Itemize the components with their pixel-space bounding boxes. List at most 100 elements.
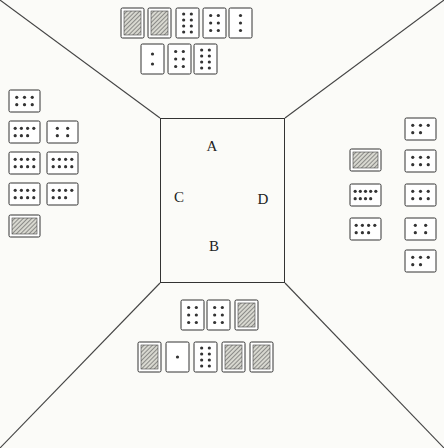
card-pip [14, 165, 17, 168]
card-pip [427, 190, 430, 193]
card-face [203, 8, 226, 38]
card-face [235, 300, 258, 330]
card-pip [56, 127, 59, 130]
card-pip [20, 165, 23, 168]
card-pip [411, 131, 414, 134]
card-pip [217, 14, 220, 17]
card-pip [26, 196, 29, 199]
card-face [350, 218, 381, 240]
card-pip [419, 163, 422, 166]
card-pip [213, 306, 216, 309]
card-face [350, 184, 381, 206]
card-pip [209, 29, 212, 32]
card-pip [369, 197, 372, 200]
card-pip [26, 165, 29, 168]
card-pip [187, 306, 190, 309]
card-pip [20, 134, 23, 137]
playing-card [176, 8, 199, 38]
card-pip [208, 358, 211, 361]
card-pip [427, 156, 430, 159]
card-pip [14, 134, 17, 137]
card-pip [424, 231, 427, 234]
card-pip [355, 231, 358, 234]
card-pip [151, 52, 154, 55]
playing-card [194, 342, 217, 372]
card-pip [419, 124, 422, 127]
card-pip [373, 224, 376, 227]
playing-card [9, 152, 40, 174]
card-pip [208, 346, 211, 349]
card-face [9, 152, 40, 174]
card-pip [208, 364, 211, 367]
card-face [47, 121, 78, 143]
card-pip [361, 224, 364, 227]
card-pip [354, 197, 357, 200]
seat-letter: D [258, 192, 269, 207]
card-pip [217, 21, 220, 24]
card-face [194, 44, 217, 74]
card-pip [20, 158, 23, 161]
card-pip [367, 224, 370, 227]
card-pip [174, 65, 177, 68]
card-face [350, 149, 381, 171]
card-pip [52, 196, 55, 199]
card-pip [213, 321, 216, 324]
card-pip [239, 14, 242, 17]
card-pip [70, 158, 73, 161]
card-face [9, 215, 40, 237]
card-pip [209, 14, 212, 17]
card-pip [427, 197, 430, 200]
card-pip [26, 158, 29, 161]
playing-card [141, 44, 164, 74]
card-face [9, 90, 40, 112]
card-pip [361, 231, 364, 234]
card-pip [419, 263, 422, 266]
card-face [405, 150, 436, 172]
card-pip [355, 224, 358, 227]
card-pip [176, 355, 179, 358]
card-pip [64, 196, 67, 199]
card-pip [411, 256, 414, 259]
card-pip [190, 24, 193, 27]
card-face [166, 342, 189, 372]
card-pip [20, 189, 23, 192]
playing-card [9, 90, 40, 112]
card-pip [374, 190, 377, 193]
playing-card [405, 118, 436, 140]
card-pip [200, 54, 203, 57]
card-face [181, 300, 204, 330]
playing-card [229, 8, 252, 38]
card-pip [221, 321, 224, 324]
card-pip [200, 352, 203, 355]
card-pip [200, 48, 203, 51]
card-pip [359, 197, 362, 200]
card-face [405, 118, 436, 140]
card-pip [208, 54, 211, 57]
card-face [250, 342, 273, 372]
playing-card [47, 183, 78, 205]
playing-card [181, 300, 204, 330]
divider-line [0, 0, 160, 118]
card-face [405, 218, 436, 240]
card-pip [200, 60, 203, 63]
playing-card [47, 152, 78, 174]
card-pip [200, 66, 203, 69]
card-pip [14, 196, 17, 199]
card-face [121, 8, 144, 38]
playing-card [166, 342, 189, 372]
playing-card [9, 121, 40, 143]
card-pip [208, 352, 211, 355]
card-pip [14, 189, 17, 192]
card-pip [419, 190, 422, 193]
playing-card [405, 184, 436, 206]
card-pip [367, 231, 370, 234]
card-pip [52, 158, 55, 161]
card-pip [32, 165, 35, 168]
card-pip [32, 196, 35, 199]
card-pip [32, 189, 35, 192]
card-pip [32, 127, 35, 130]
court-figure [253, 345, 270, 369]
card-pip [187, 321, 190, 324]
card-pip [213, 313, 216, 316]
card-pip [411, 124, 414, 127]
